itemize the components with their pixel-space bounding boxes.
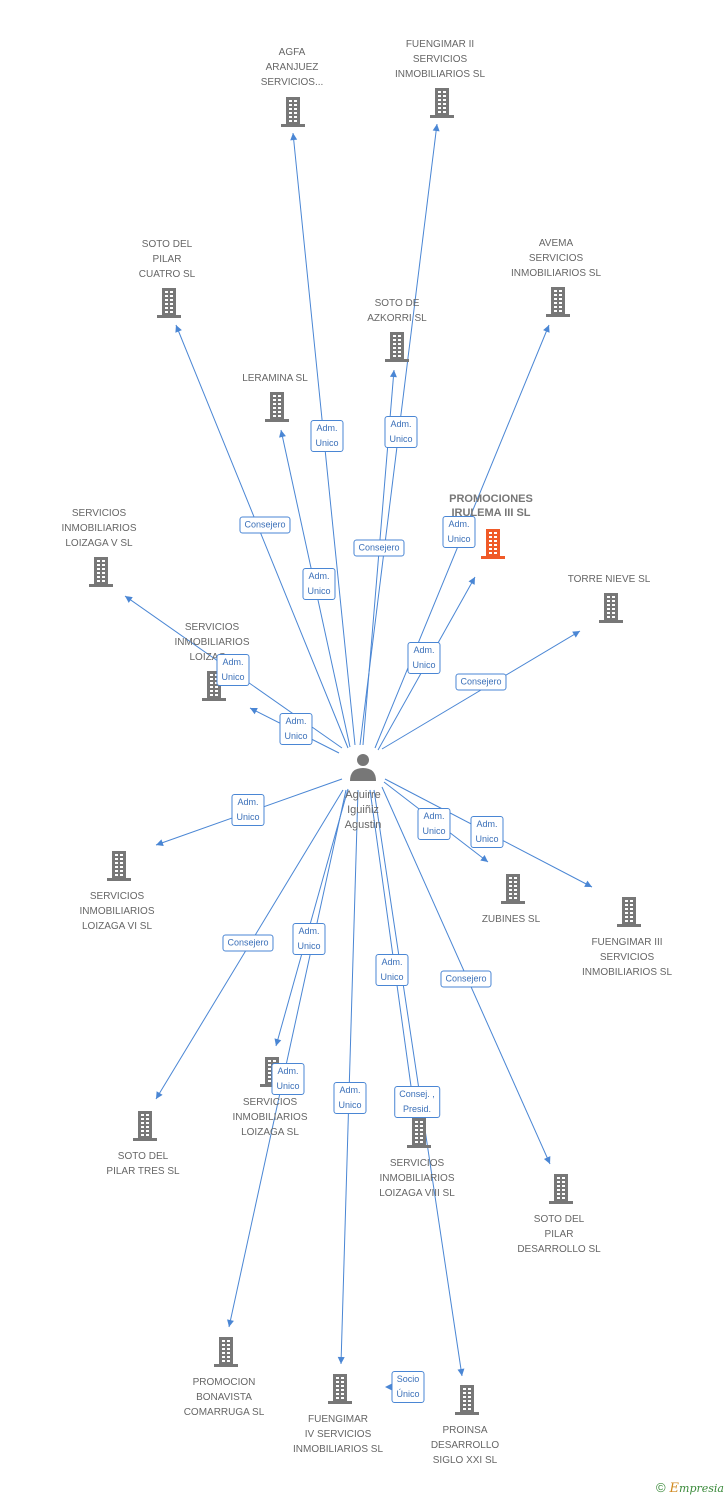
arrowhead-fuengimar2 [432, 124, 440, 132]
company-label-loizaga5[interactable]: SERVICIOS INMOBILIARIOS LOIZAGA V SL [61, 508, 137, 549]
edge-line-sotopilarcuatro [175, 324, 349, 749]
relation-label-avema: Adm. Unico [442, 516, 476, 548]
arrowhead-sotopilardesarrollo [543, 1156, 551, 1164]
person-name[interactable]: Aguirre Iguiñiz Agustin [344, 789, 382, 831]
company-label-fuengimar3[interactable]: FUENGIMAR III SERVICIOS INMOBILIARIOS SL [581, 937, 673, 978]
relation-label-loizaga6: Adm. Unico [231, 794, 265, 826]
building-icon[interactable] [501, 874, 525, 904]
relation-label-sotopilartres: Consejero [222, 934, 274, 952]
building-icon[interactable] [89, 557, 113, 587]
company-label-loizaga6[interactable]: SERVICIOS INMOBILIARIOS LOIZAGA VI SL [79, 891, 155, 932]
arrowhead-loizaga6 [156, 839, 164, 846]
arrowhead-agfa [290, 133, 298, 141]
arrowhead-torrenieve [572, 631, 580, 638]
copyright-symbol: © [655, 1480, 666, 1495]
building-icon[interactable] [107, 851, 131, 881]
building-icon[interactable] [430, 88, 454, 118]
edge-line-loizaga [275, 788, 349, 1047]
company-label-bonavista[interactable]: PROMOCION BONAVISTA COMARRUGA SL [183, 1377, 265, 1418]
arrowhead-sotoazkorri [389, 370, 397, 378]
arrowhead-fuengimar4 [337, 1356, 345, 1364]
company-label-fuengimar4[interactable]: FUENGIMAR IV SERVICIOS INMOBILIARIOS SL [292, 1414, 384, 1455]
brand-name: mpresia [679, 1482, 724, 1495]
relation-label-sotoazkorri: Consejero [353, 539, 405, 557]
building-icon[interactable] [214, 1337, 238, 1367]
relation-label-socio: Socio Único [391, 1371, 425, 1403]
edge-line-loizaga8 [369, 789, 415, 1109]
building-icon[interactable] [599, 593, 623, 623]
edge-line-bonavista [228, 789, 347, 1328]
arrowhead-fuengimar3 [584, 880, 592, 887]
company-label-agfa[interactable]: AGFA ARANJUEZ SERVICIOS... [260, 47, 324, 88]
arrowhead-avema [543, 325, 550, 333]
building-icon[interactable] [455, 1385, 479, 1415]
company-label-sotopilardesarrollo[interactable]: SOTO DEL PILAR DESARROLLO SL [517, 1214, 601, 1255]
company-label-sotopilartres[interactable]: SOTO DEL PILAR TRES SL [106, 1151, 180, 1177]
company-label-loizagaX[interactable]: SERVICIOS INMOBILIARIOS LOIZAG... [174, 622, 250, 663]
company-label-fuengimar2[interactable]: FUENGIMAR II SERVICIOS INMOBILIARIOS SL [394, 39, 486, 80]
building-icon[interactable] [265, 392, 289, 422]
arrowhead-sotopilartres [156, 1091, 163, 1099]
brand-initial: E [669, 1481, 680, 1496]
building-icon[interactable] [407, 1118, 431, 1148]
company-label-sotoazkorri[interactable]: SOTO DE AZKORRI SL [367, 298, 427, 324]
arrowhead-bonavista [227, 1319, 234, 1327]
relation-label-sotopilardesarrollo: Consejero [440, 970, 492, 988]
relation-label-fuengimar4: Adm. Unico [333, 1082, 367, 1114]
company-label-promociones[interactable]: PROMOCIONES IRULEMA III SL [449, 493, 533, 519]
building-icon[interactable] [546, 287, 570, 317]
relation-label-fuengimar3: Adm. Unico [470, 816, 504, 848]
arrowhead-loizaga5 [125, 596, 133, 603]
footer-brand: ©Empresia [656, 1480, 724, 1496]
company-label-loizaga[interactable]: SERVICIOS INMOBILIARIOS LOIZAGA SL [232, 1097, 308, 1138]
company-label-proinsa[interactable]: PROINSA DESARROLLO SIGLO XXI SL [430, 1425, 500, 1466]
relation-label-loizaga8: Adm. Unico [375, 954, 409, 986]
person-icon[interactable] [350, 754, 376, 781]
relation-label-bonavista: Adm. Unico [271, 1063, 305, 1095]
company-label-torrenieve[interactable]: TORRE NIEVE SL [567, 574, 651, 585]
edge-line-fuengimar4 [340, 789, 359, 1365]
relation-label-loizaga: Adm. Unico [292, 923, 326, 955]
relation-label-zubines: Adm. Unico [417, 808, 451, 840]
relation-label-torrenieve: Consejero [455, 673, 507, 691]
arrowhead-loizagaX [250, 708, 258, 715]
relation-label-loizagaX: Adm. Unico [279, 713, 313, 745]
building-icon[interactable] [385, 332, 409, 362]
building-icon[interactable] [157, 288, 181, 318]
building-icon[interactable] [617, 897, 641, 927]
arrowhead-zubines [480, 854, 488, 862]
relation-label-promociones: Adm. Unico [407, 642, 441, 674]
company-label-zubines[interactable]: ZUBINES SL [481, 914, 541, 925]
relation-label-sotopilarcuatro: Consejero [239, 516, 291, 534]
arrowhead-loizaga [274, 1038, 282, 1046]
arrowhead-proinsa [457, 1368, 465, 1376]
arrowhead-socio [385, 1383, 392, 1391]
arrowhead-sotopilarcuatro [175, 325, 182, 333]
building-icon[interactable] [481, 529, 505, 559]
arrowhead-promociones [468, 577, 475, 585]
arrowhead-leramina [279, 430, 286, 438]
relation-label-proinsa: Consej. , Presid. [394, 1086, 440, 1118]
company-label-sotopilarcuatro[interactable]: SOTO DEL PILAR CUATRO SL [138, 239, 196, 280]
building-icon[interactable] [549, 1174, 573, 1204]
relation-label-leramina: Adm. Unico [302, 568, 336, 600]
edge-line-proinsa [373, 789, 463, 1377]
relation-label-agfa: Adm. Unico [310, 420, 344, 452]
building-icon[interactable] [281, 97, 305, 127]
relation-label-loizaga5: Adm. Unico [216, 654, 250, 686]
relation-label-fuengimar2: Adm. Unico [384, 416, 418, 448]
company-label-leramina[interactable]: LERAMINA SL [242, 373, 308, 384]
company-label-loizaga8[interactable]: SERVICIOS INMOBILIARIOS LOIZAGA VIII SL [379, 1158, 455, 1199]
building-icon[interactable] [328, 1374, 352, 1404]
building-icon[interactable] [133, 1111, 157, 1141]
company-label-avema[interactable]: AVEMA SERVICIOS INMOBILIARIOS SL [510, 238, 602, 279]
